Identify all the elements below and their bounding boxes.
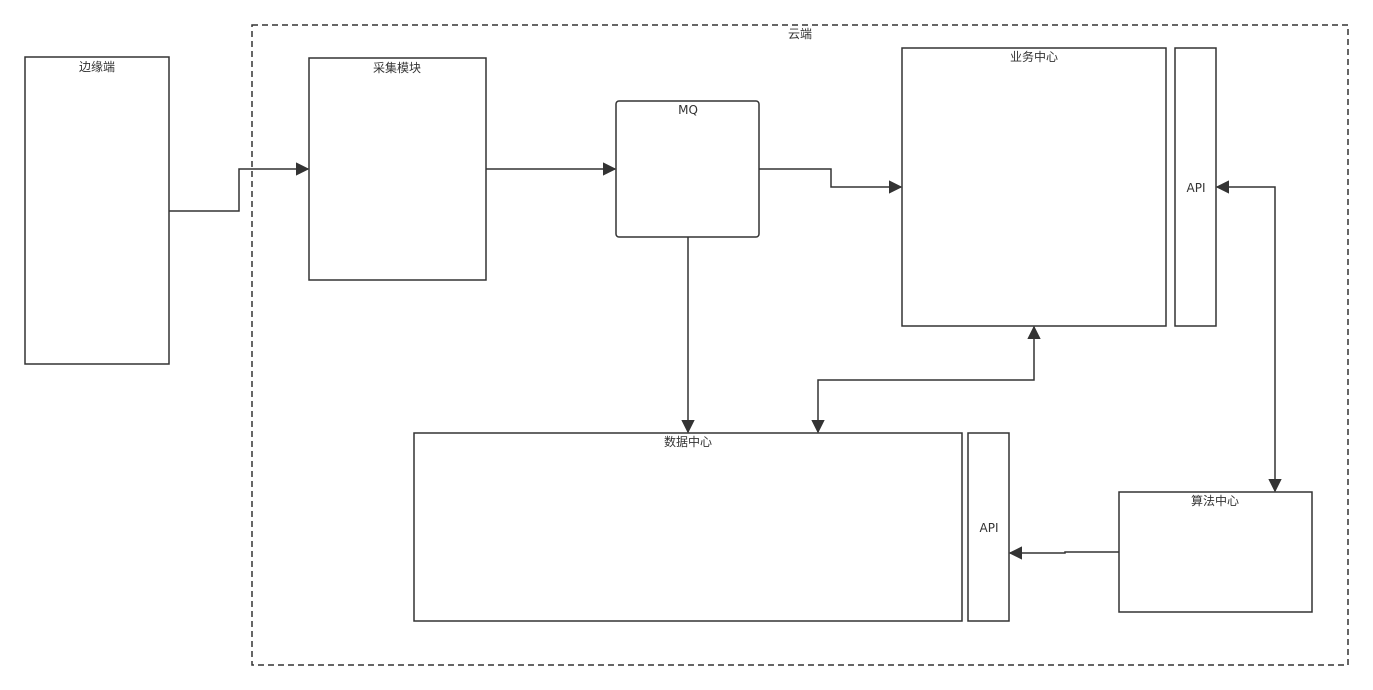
business-center-node[interactable]: 业务中心 <box>901 47 1167 327</box>
collector-box <box>308 57 487 281</box>
data-center-label: 数据中心 <box>664 434 712 449</box>
edge-device-node[interactable]: 边缘端 <box>24 56 170 365</box>
edge-device-label: 边缘端 <box>79 60 115 74</box>
data-center-business-center-arrow <box>811 325 1041 434</box>
algorithm-center-label: 算法中心 <box>1191 493 1239 508</box>
edge-device-to-collector-arrow <box>169 162 310 212</box>
collector-label: 采集模块 <box>373 60 421 75</box>
data-center-node[interactable]: 数据中心 <box>413 432 963 622</box>
business-api-label: API <box>1187 181 1206 195</box>
business-api-node[interactable]: API <box>1174 47 1217 327</box>
algorithm-center-node[interactable]: 算法中心 <box>1118 491 1313 613</box>
cloud-container: 云端 <box>251 24 1349 666</box>
mq-node[interactable]: MQ <box>615 100 760 238</box>
business-api-algorithm-center-arrow <box>1215 180 1282 493</box>
edge-device-box <box>24 56 170 365</box>
collector-node[interactable]: 采集模块 <box>308 57 487 281</box>
connectors <box>169 162 1282 560</box>
mq-box <box>615 100 760 238</box>
business-center-box <box>901 47 1167 327</box>
mq-to-business-center-arrow <box>759 168 903 194</box>
mq-label: MQ <box>678 103 698 117</box>
data-api-box <box>967 432 1010 622</box>
business-center-label: 业务中心 <box>1010 49 1058 64</box>
cloud-label: 云端 <box>788 27 812 41</box>
cloud-border <box>251 24 1349 666</box>
algorithm-center-box <box>1118 491 1313 613</box>
data-api-label: API <box>980 521 999 535</box>
data-api-node[interactable]: API <box>967 432 1010 622</box>
algorithm-center-to-data-api-arrow <box>1008 546 1119 560</box>
data-center-box <box>413 432 963 622</box>
